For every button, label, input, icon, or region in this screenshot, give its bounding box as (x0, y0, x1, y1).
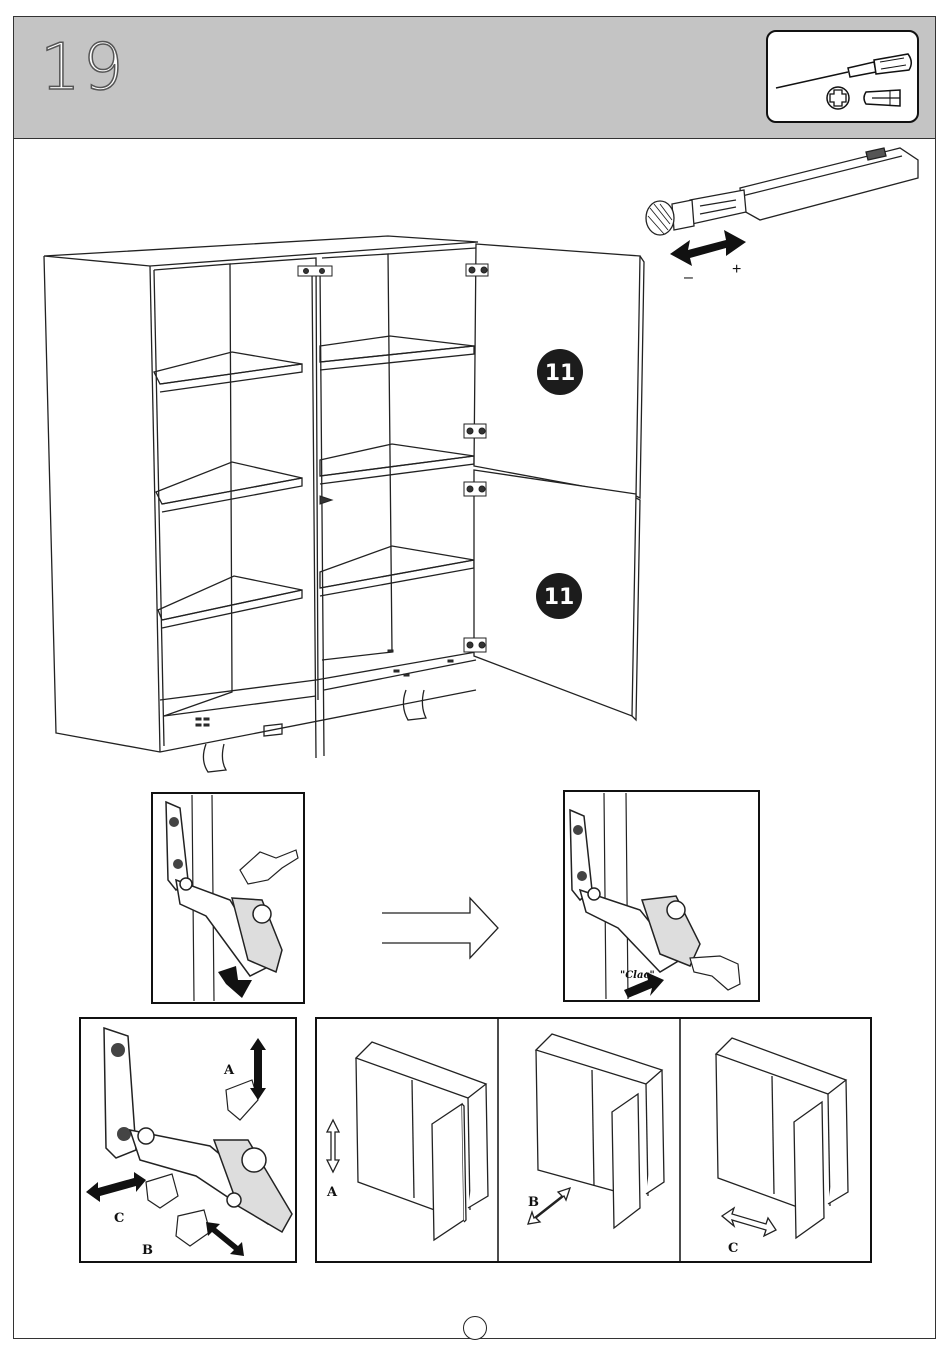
label-c: C (114, 1211, 124, 1226)
door-hinge-marks (196, 264, 488, 726)
label-a: A (223, 1063, 235, 1078)
plus-label: + (732, 261, 741, 278)
panel-b-label: B (528, 1195, 539, 1210)
svg-text:11: 11 (544, 585, 575, 610)
hinge-detail-after: "Clac" (564, 791, 759, 1001)
click-sound-label: "Clac" (620, 970, 655, 981)
panel-c-label: C (728, 1241, 738, 1256)
transition-arrow (382, 898, 498, 958)
door-badge-upper: 11 (537, 349, 583, 395)
page-number-circle (463, 1316, 487, 1340)
svg-text:11: 11 (545, 361, 576, 386)
screwdriver-adjust-detail (646, 148, 918, 235)
hinge-detail-before (152, 793, 304, 1003)
door-badge-lower: 11 (536, 573, 582, 619)
cabinet (44, 236, 644, 772)
label-b: B (142, 1243, 153, 1258)
panel-a-label: A (326, 1185, 338, 1200)
hinge-adjust-diagram: A C B (80, 1018, 296, 1262)
minus-label: – (684, 269, 693, 286)
